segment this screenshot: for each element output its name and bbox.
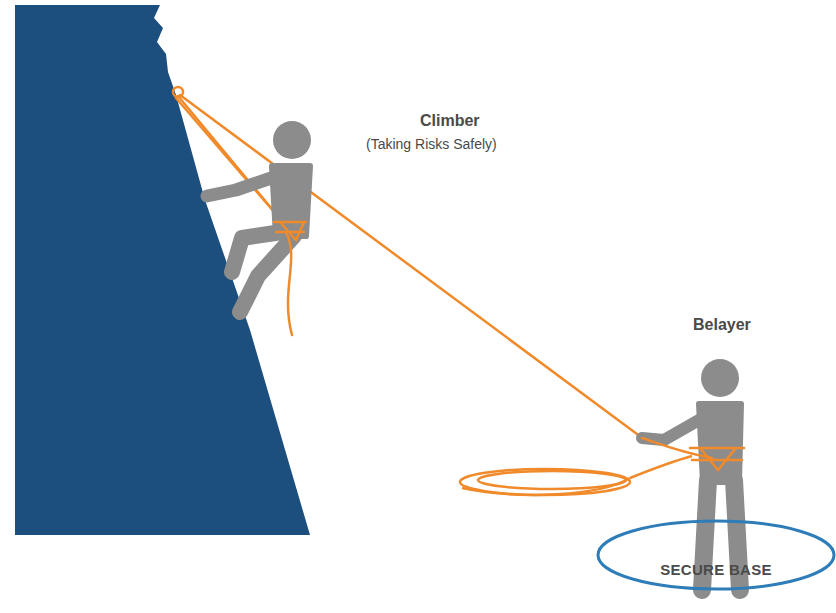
climber-harness xyxy=(274,222,306,335)
rope-climber xyxy=(176,98,276,214)
ellipse-outline xyxy=(596,519,836,591)
rope-main xyxy=(180,95,641,437)
secure-base-ellipse: SECURE BASE xyxy=(596,519,836,591)
belayer-figure xyxy=(642,359,741,590)
figure-label: Climber xyxy=(420,112,480,130)
figure-subtitle: (Taking Risks Safely) xyxy=(366,136,497,152)
ellipse-shape xyxy=(598,521,834,589)
rope xyxy=(173,87,641,437)
figure-label: Belayer xyxy=(693,316,751,334)
cliff-face xyxy=(15,5,310,535)
node-text: SECURE BASE xyxy=(596,561,836,578)
belayer-harness xyxy=(642,438,744,470)
rope-coil xyxy=(460,456,692,495)
climber-figure xyxy=(207,121,311,312)
